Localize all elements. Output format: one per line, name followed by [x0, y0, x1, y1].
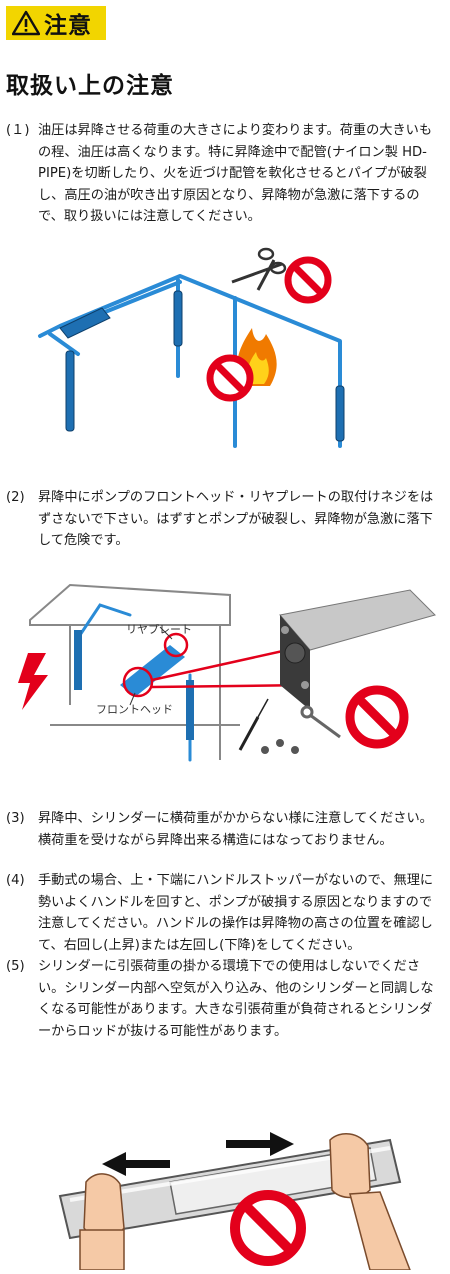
notice-badge: 注意: [6, 6, 106, 40]
prohibit-icon: [284, 256, 332, 304]
item-text: 手動式の場合、上・下端にハンドルストッパーがないので、無理に勢いよくハンドルを回…: [38, 873, 434, 953]
item-text: 昇降中、シリンダーに横荷重がかからない様に注意してください。横荷重を受けながら昇…: [38, 811, 433, 848]
item-number: (2): [6, 490, 25, 505]
scissors-icon: [231, 247, 287, 291]
caution-item-3: (3) 昇降中、シリンダーに横荷重がかからない様に注意してください。横荷重を受け…: [6, 808, 444, 851]
caution-item-5: (5) シリンダーに引張荷重の掛かる環境下での使用はしないでください。シリンダー…: [6, 956, 444, 1042]
lightning-icon: [18, 653, 48, 710]
prohibit-icon: [345, 685, 409, 749]
item-text: 油圧は昇降させる荷重の大きさにより変わります。荷重の大きいもの程、油圧は高くなり…: [38, 123, 433, 225]
pump-body: [279, 589, 436, 710]
pump-screw-illustration: リヤプレート フロントヘッド: [18, 583, 436, 762]
hand-icon: [79, 1133, 411, 1270]
caution-item-2: (2) 昇降中にポンプのフロントヘッド・リヤプレートの取付けネジをはずさないで下…: [6, 487, 444, 552]
caution-item-1: (１) 油圧は昇降させる荷重の大きさにより変わります。荷重の大きいもの程、油圧は…: [6, 120, 444, 228]
screw-icon: [261, 739, 299, 754]
caution-item-4: (4) 手動式の場合、上・下端にハンドルストッパーがないので、無理に勢いよくハン…: [6, 870, 444, 956]
pulling-cylinder-illustration: [58, 1132, 411, 1270]
notice-label: 注意: [44, 13, 92, 39]
arrow-right-icon: [226, 1132, 294, 1156]
screwdriver-icon: [238, 698, 269, 751]
warning-triangle-icon: [12, 10, 40, 36]
page-title: 取扱い上の注意: [6, 73, 174, 99]
item-text: 昇降中にポンプのフロントヘッド・リヤプレートの取付けネジをはずさないで下さい。は…: [38, 490, 434, 549]
label-front-head: フロントヘッド: [96, 703, 173, 716]
label-rear-plate: リヤプレート: [126, 623, 192, 636]
arrow-left-icon: [102, 1152, 170, 1176]
item-number: (5): [6, 959, 25, 974]
item-text: シリンダーに引張荷重の掛かる環境下での使用はしないでください。シリンダー内部へ空…: [38, 959, 434, 1039]
item-number: (3): [6, 811, 25, 826]
wrench-icon: [300, 705, 341, 739]
pipe-hazard-illustration: [38, 247, 345, 448]
item-number: (１): [6, 123, 30, 138]
prohibit-icon: [230, 1190, 306, 1266]
prohibit-icon: [206, 354, 254, 402]
item-number: (4): [6, 873, 25, 888]
